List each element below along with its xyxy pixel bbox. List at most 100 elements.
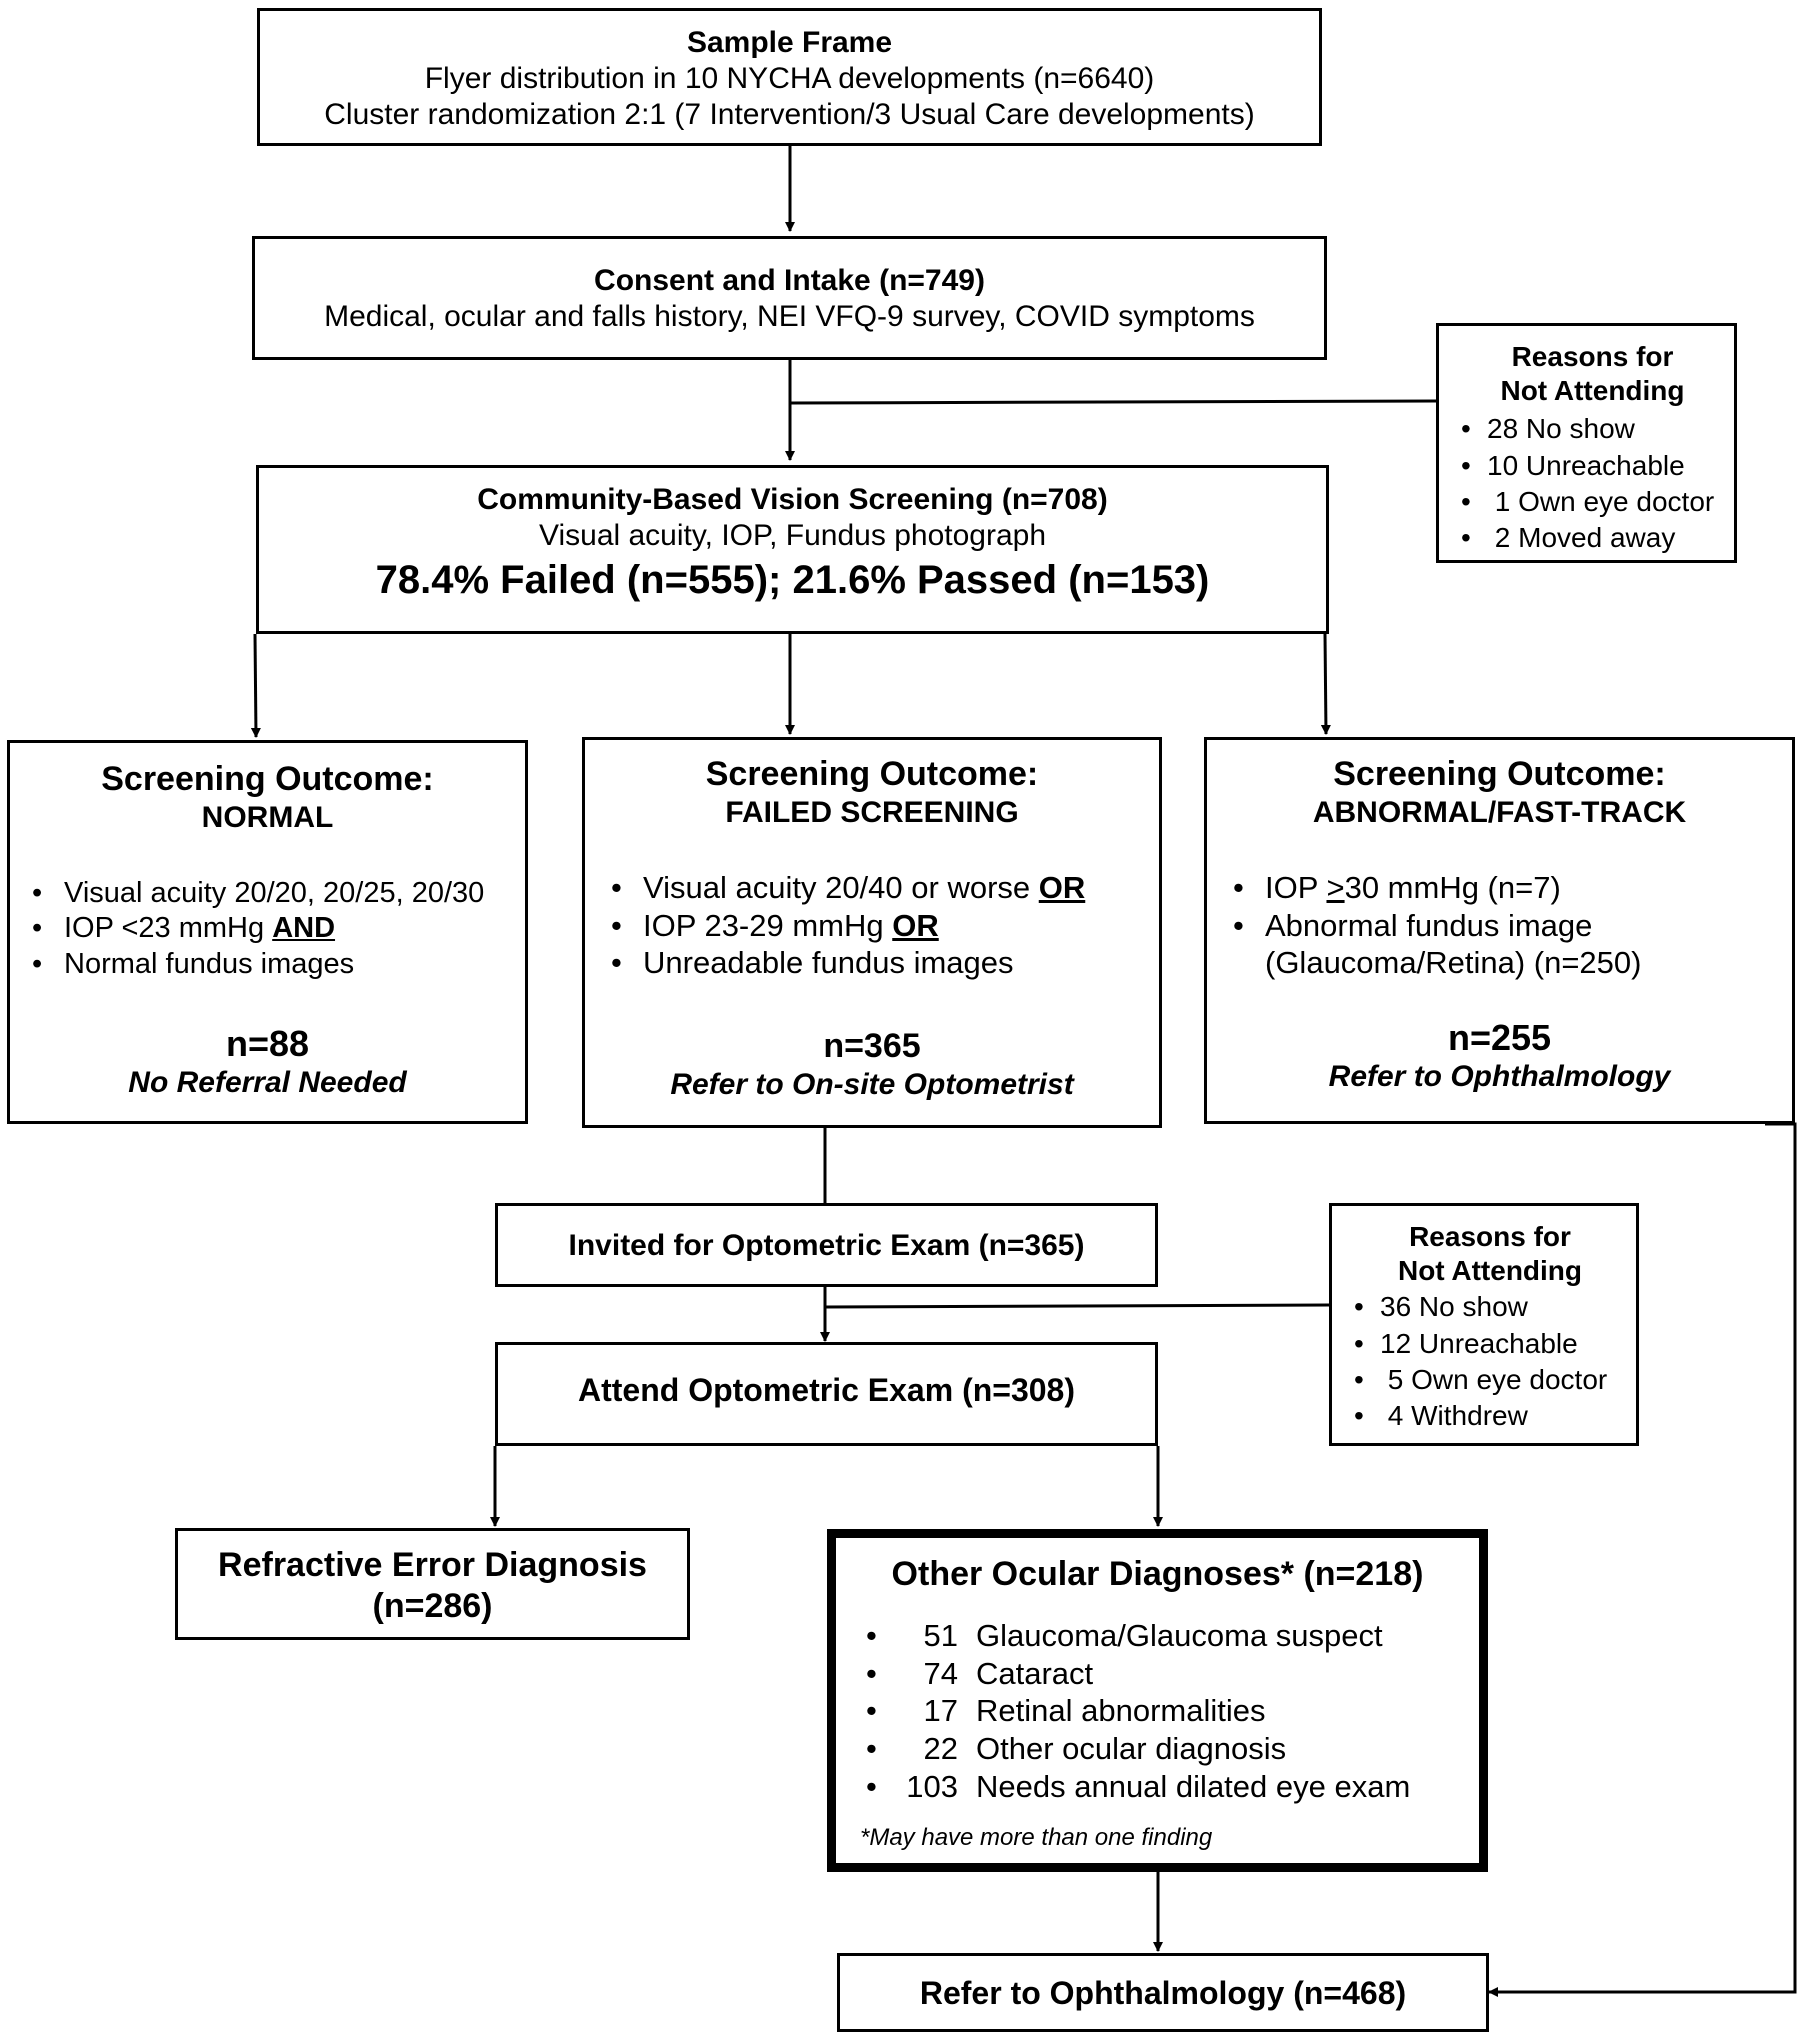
list-item: Abnormal fundus image(Glaucoma/Retina) (… <box>1233 907 1792 983</box>
diag-label: Other ocular diagnosis <box>976 1731 1287 1767</box>
diag-label: Cataract <box>976 1655 1094 1691</box>
screening-line1: Visual acuity, IOP, Fundus photograph <box>539 519 1046 552</box>
refractive-count: (n=286) <box>372 1586 493 1625</box>
outcome-abnormal-box: Screening Outcome: ABNORMAL/FAST-TRACK I… <box>1204 737 1795 1124</box>
abnormal-item1a: IOP <box>1265 869 1327 905</box>
failed-title: Screening Outcome: <box>705 755 1039 793</box>
list-item: IOP >30 mmHg (n=7) <box>1233 869 1792 907</box>
screening-result: 78.4% Failed (n=555); 21.6% Passed (n=15… <box>375 558 1210 602</box>
other-ocular-diagnoses-box: Other Ocular Diagnoses* (n=218) 51 Glauco… <box>827 1529 1488 1872</box>
failed-subtitle: FAILED SCREENING <box>725 795 1019 829</box>
reasons2-title1: Reasons for <box>1409 1221 1571 1252</box>
abnormal-item2b: (Glaucoma/Retina) (n=250) <box>1265 945 1642 981</box>
consent-intake-box: Consent and Intake (n=749) Medical, ocul… <box>252 236 1327 360</box>
list-item: 1 Own eye doctor <box>1461 484 1724 521</box>
diag-label: Needs annual dilated eye exam <box>976 1769 1411 1805</box>
failed-criteria-list: Visual acuity 20/40 or worse OR IOP 23-2… <box>611 869 1159 982</box>
invited-exam-box: Invited for Optometric Exam (n=365) <box>495 1203 1158 1287</box>
refractive-error-box: Refractive Error Diagnosis (n=286) <box>175 1528 690 1640</box>
normal-count: n=88 <box>225 1022 310 1064</box>
diag-label: Retinal abnormalities <box>976 1693 1266 1729</box>
attend-exam-box: Attend Optometric Exam (n=308) <box>495 1342 1158 1446</box>
list-item: 36 No show <box>1354 1289 1626 1326</box>
list-item: 5 Own eye doctor <box>1354 1362 1626 1399</box>
abnormal-criteria-list: IOP >30 mmHg (n=7) Abnormal fundus image… <box>1233 869 1792 982</box>
arrow-to-abnormal <box>1320 633 1331 735</box>
other-diagnoses-list: 51 Glaucoma/Glaucoma suspect 74 Cataract 1… <box>866 1617 1479 1806</box>
refer-title: Refer to Ophthalmology (n=468) <box>919 1975 1407 2011</box>
sample-frame-title: Sample Frame <box>686 26 893 59</box>
normal-note: No Referral Needed <box>128 1066 407 1100</box>
reasons2-title2: Not Attending <box>1397 1254 1583 1286</box>
reasons-not-attending-box-2: Reasons for Not Attending 36 No show 12 … <box>1329 1203 1639 1446</box>
refer-ophthalmology-box: Refer to Ophthalmology (n=468) <box>837 1953 1489 2032</box>
list-item: IOP 23-29 mmHg OR <box>611 907 1159 945</box>
list-item: 22 Other ocular diagnosis <box>866 1730 1479 1768</box>
normal-item3: Normal fundus images <box>64 947 355 980</box>
list-item: 28 No show <box>1461 411 1724 448</box>
normal-criteria-list: Visual acuity 20/20, 20/25, 20/30 IOP <2… <box>32 876 525 983</box>
abnormal-note: Refer to Ophthalmology <box>1328 1060 1671 1094</box>
sample-frame-line1: Flyer distribution in 10 NYCHA developme… <box>424 62 1155 95</box>
list-item: Normal fundus images <box>32 947 525 983</box>
failed-item1a: Visual acuity 20/40 or worse <box>643 869 1039 905</box>
list-item: 12 Unreachable <box>1354 1326 1626 1363</box>
failed-item3: Unreadable fundus images <box>643 945 1014 981</box>
diag-count: 103 <box>906 1769 958 1805</box>
other-footnote: *May have more than one finding <box>860 1823 1213 1851</box>
community-screening-box: Community-Based Vision Screening (n=708)… <box>256 465 1329 634</box>
reasons1-title2: Not Attending <box>1500 374 1685 406</box>
invited-title: Invited for Optometric Exam (n=365) <box>568 1229 1085 1262</box>
normal-item1: Visual acuity 20/20, 20/25, 20/30 <box>64 876 485 909</box>
arrow-abnormal-to-refer <box>1488 1122 1797 1997</box>
list-item: Visual acuity 20/20, 20/25, 20/30 <box>32 876 525 912</box>
list-item: Visual acuity 20/40 or worse OR <box>611 869 1159 907</box>
diag-count: 22 <box>923 1731 958 1767</box>
list-item: Unreadable fundus images <box>611 944 1159 982</box>
attend-title: Attend Optometric Exam (n=308) <box>578 1372 1075 1408</box>
abnormal-count: n=255 <box>1447 1017 1552 1059</box>
line-reasons2 <box>824 1303 1330 1309</box>
reasons2-list: 36 No show 12 Unreachable 5 Own eye doct… <box>1354 1289 1626 1435</box>
other-title: Other Ocular Diagnoses* (n=218) <box>891 1555 1424 1593</box>
abnormal-item1c: 30 mmHg (n=7) <box>1344 869 1561 905</box>
normal-item2b: AND <box>272 912 336 945</box>
abnormal-subtitle: ABNORMAL/FAST-TRACK <box>1312 795 1687 829</box>
abnormal-title: Screening Outcome: <box>1333 755 1666 793</box>
normal-subtitle: NORMAL <box>201 800 334 834</box>
list-item: IOP <23 mmHg AND <box>32 911 525 947</box>
diag-count: 17 <box>923 1693 958 1729</box>
consent-line1: Medical, ocular and falls history, NEI V… <box>324 300 1255 333</box>
normal-item2a: IOP <23 mmHg <box>64 912 273 945</box>
list-item: 17 Retinal abnormalities <box>866 1692 1479 1730</box>
failed-item2b: OR <box>892 907 939 943</box>
sample-frame-box: Sample Frame Flyer distribution in 10 NY… <box>257 8 1322 146</box>
diag-label: Glaucoma/Glaucoma suspect <box>976 1617 1383 1653</box>
failed-count: n=365 <box>823 1027 921 1066</box>
refractive-title: Refractive Error Diagnosis <box>218 1546 647 1584</box>
reasons-not-attending-box-1: Reasons for Not Attending 28 No show 10 … <box>1436 323 1737 563</box>
diag-count: 51 <box>923 1617 958 1653</box>
outcome-normal-box: Screening Outcome: NORMAL Visual acuity … <box>7 740 528 1124</box>
reasons1-list: 28 No show 10 Unreachable 1 Own eye doct… <box>1461 411 1724 557</box>
list-item: 103 Needs annual dilated eye exam <box>866 1768 1479 1806</box>
arrow-to-normal <box>250 633 261 738</box>
screening-title: Community-Based Vision Screening (n=708) <box>477 483 1108 516</box>
consent-title: Consent and Intake (n=749) <box>594 264 985 297</box>
abnormal-item1b: > <box>1326 869 1345 905</box>
normal-title: Screening Outcome: <box>101 760 434 798</box>
list-item: 4 Withdrew <box>1354 1398 1626 1435</box>
diag-count: 74 <box>923 1655 958 1691</box>
reasons1-title1: Reasons for <box>1511 341 1674 372</box>
failed-item1b: OR <box>1038 869 1086 905</box>
failed-item2a: IOP 23-29 mmHg <box>643 907 893 943</box>
list-item: 51 Glaucoma/Glaucoma suspect <box>866 1617 1479 1655</box>
line-reasons1 <box>789 399 1437 405</box>
list-item: 74 Cataract <box>866 1655 1479 1693</box>
outcome-failed-box: Screening Outcome: FAILED SCREENING Visu… <box>582 737 1162 1128</box>
list-item: 10 Unreachable <box>1461 448 1724 485</box>
abnormal-item2a: Abnormal fundus image <box>1265 907 1593 943</box>
sample-frame-line2: Cluster randomization 2:1 (7 Interventio… <box>324 98 1255 131</box>
